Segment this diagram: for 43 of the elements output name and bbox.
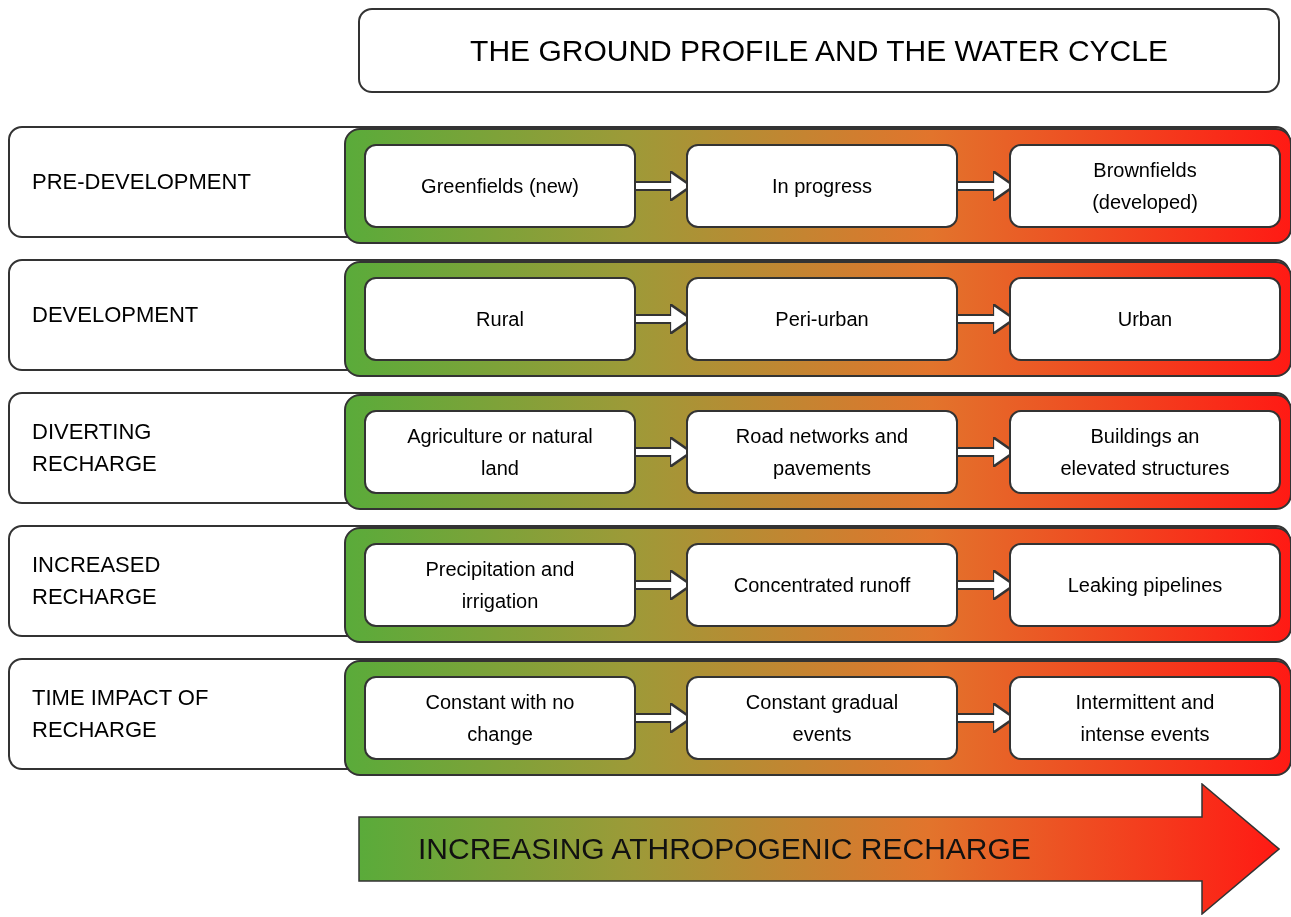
stage-box	[1009, 144, 1281, 228]
stage-box	[364, 410, 636, 494]
stage-text: Peri-urban	[775, 307, 869, 332]
stage-text: Greenfields (new)	[421, 174, 579, 199]
row-label: PRE-DEVELOPMENT	[32, 168, 252, 196]
stage-text: Leaking pipelines	[1067, 573, 1223, 598]
stage-box	[686, 410, 958, 494]
stage-text: Concentrated runoff	[733, 573, 911, 598]
row-label: TIME IMPACT OF RECHARGE	[32, 684, 210, 744]
stage-box	[1009, 676, 1281, 760]
stage-text: Buildings an elevated structures	[1059, 424, 1231, 481]
gradient-arrow	[358, 783, 1280, 915]
stage-box	[364, 277, 636, 361]
stage-text: Agriculture or natural land	[406, 424, 594, 481]
stage-box	[364, 144, 636, 228]
stage-box	[686, 144, 958, 228]
stage-box	[364, 543, 636, 627]
stage-box	[686, 543, 958, 627]
stage-text: Constant with no change	[424, 690, 576, 747]
stage-text: Road networks and pavements	[734, 424, 910, 481]
stage-box	[686, 277, 958, 361]
row-label: INCREASED RECHARGE	[32, 551, 162, 611]
gradient-band	[344, 660, 1291, 776]
stage-box	[1009, 410, 1281, 494]
row-label: DIVERTING RECHARGE	[32, 418, 158, 478]
stage-box	[364, 676, 636, 760]
stage-text: Urban	[1117, 307, 1173, 332]
gradient-band	[344, 128, 1291, 244]
arrow-text: INCREASING ATHROPOGENIC RECHARGE	[418, 831, 1031, 867]
stage-box	[1009, 277, 1281, 361]
stage-text: Constant gradual events	[744, 690, 900, 747]
stage-text: In progress	[771, 174, 873, 199]
stage-text: Precipitation and irrigation	[424, 557, 576, 614]
gradient-band	[344, 261, 1291, 377]
row-label: DEVELOPMENT	[32, 301, 200, 329]
stage-box	[686, 676, 958, 760]
stage-text: Intermittent and intense events	[1074, 690, 1216, 747]
stage-text: Rural	[476, 307, 524, 332]
gradient-band	[344, 527, 1291, 643]
gradient-band	[344, 394, 1291, 510]
stage-box	[1009, 543, 1281, 627]
title-box: THE GROUND PROFILE AND THE WATER CYCLE	[358, 8, 1280, 93]
stage-text: Brownfields (developed)	[1091, 158, 1199, 215]
